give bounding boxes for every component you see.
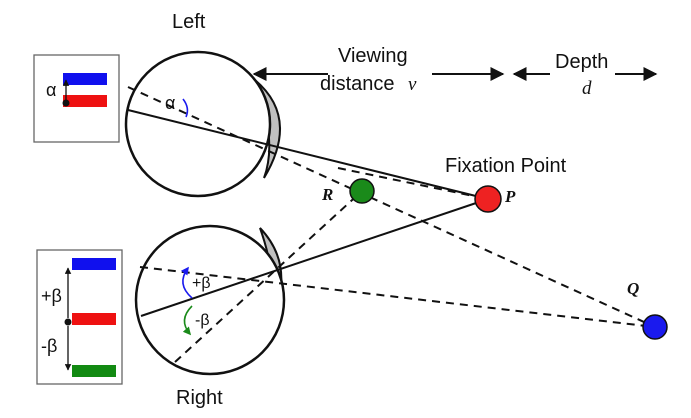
left-dashed-to-p xyxy=(337,167,489,200)
viewing-distance-symbol: v xyxy=(408,74,417,95)
left-inset-blue-bar xyxy=(63,73,107,85)
sight-lines xyxy=(127,86,656,363)
right-dashed-to-q xyxy=(139,266,656,328)
minus-beta-arc-icon xyxy=(182,305,193,336)
right-inset-minus-beta-label: -β xyxy=(41,336,57,356)
right-eye xyxy=(134,224,286,376)
right-dashed-to-r xyxy=(174,190,363,363)
right-fixation-line xyxy=(140,198,489,317)
right-retina-inset: +β -β xyxy=(36,249,123,385)
left-retina-inset: α xyxy=(33,54,120,143)
depth-symbol: d xyxy=(582,78,592,99)
point-q-label: Q xyxy=(627,279,639,298)
fixation-point-label: Fixation Point xyxy=(445,155,567,177)
left-dashed-to-q xyxy=(127,86,656,328)
point-q-marker xyxy=(642,314,668,340)
right-inset-green-bar xyxy=(72,365,116,377)
left-inset-origin-dot xyxy=(62,99,70,107)
right-inset-red-bar xyxy=(72,313,116,325)
depth-label: Depth xyxy=(555,51,608,73)
point-r-marker xyxy=(349,178,375,204)
left-eyeball xyxy=(124,50,272,198)
right-eyeball xyxy=(134,224,286,376)
left-inset-alpha-label: α xyxy=(46,80,56,100)
right-inset-plus-beta-label: +β xyxy=(41,286,62,306)
alpha-angle-label: α xyxy=(165,93,175,113)
right-inset-origin-dot xyxy=(64,318,72,326)
minus-beta-angle-label: -β xyxy=(195,312,210,329)
left-inset-red-bar xyxy=(63,95,107,107)
point-p-label: P xyxy=(504,187,516,206)
point-r-label: R xyxy=(321,185,333,204)
fixation-point-p-marker xyxy=(474,185,502,213)
plus-beta-arc-icon xyxy=(180,266,193,299)
left-fixation-line xyxy=(127,109,489,200)
viewing-label-line1: Viewing xyxy=(338,45,408,67)
plus-beta-angle-label: +β xyxy=(192,275,211,292)
alpha-arc-icon xyxy=(182,98,189,118)
right-eye-label: Right xyxy=(176,387,223,409)
right-inset-blue-bar xyxy=(72,258,116,270)
left-eye-label: Left xyxy=(172,11,206,33)
viewing-label-line2: distance xyxy=(320,73,395,95)
